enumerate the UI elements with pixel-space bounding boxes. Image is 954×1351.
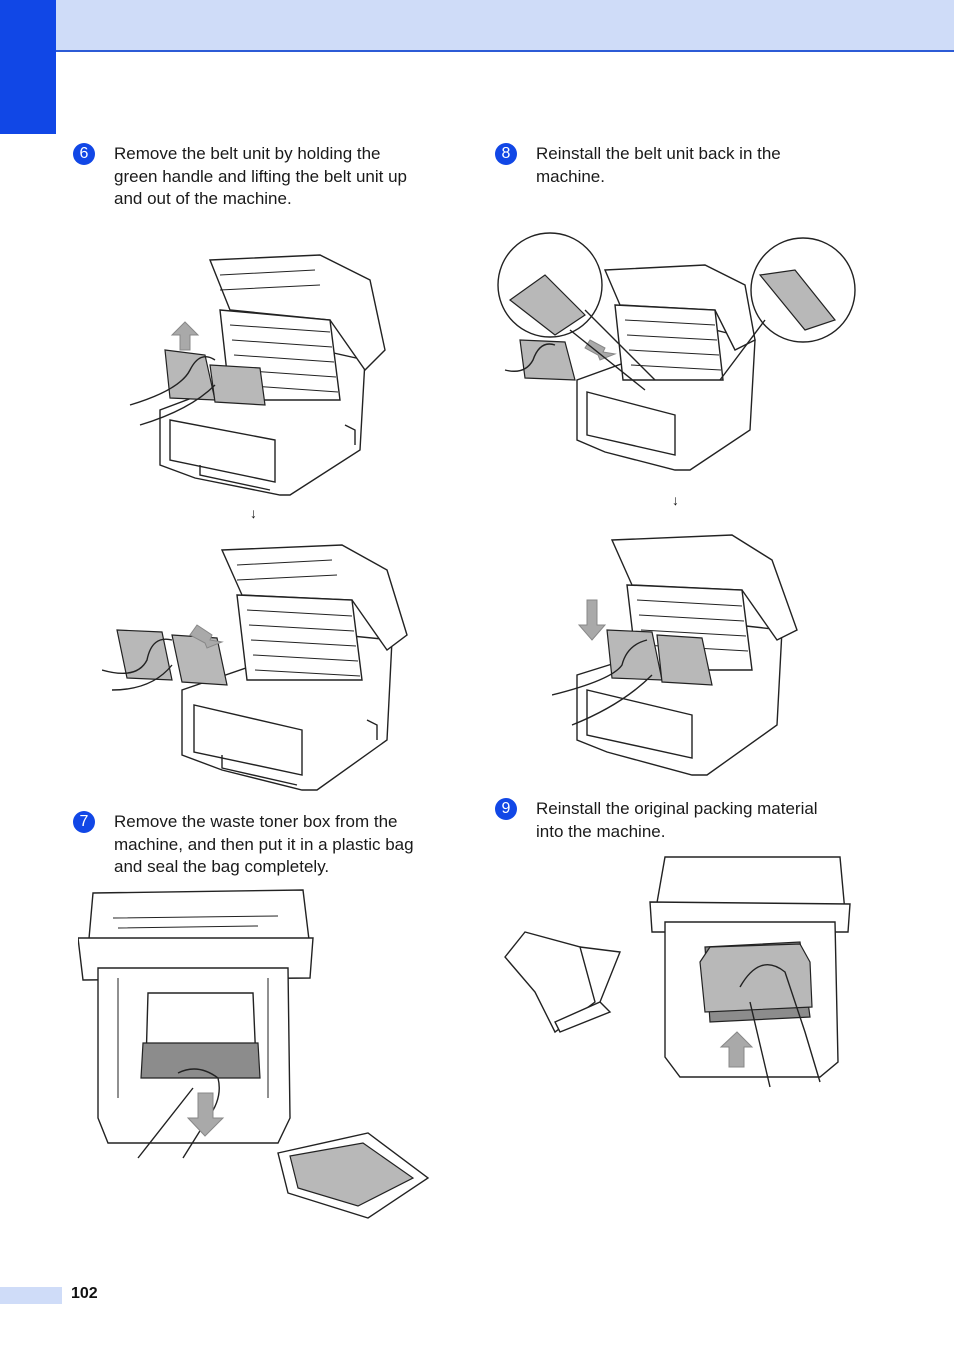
step-9: 9 Reinstall the original packing materia… [495,798,875,843]
printer-illustration-lift-belt [120,250,390,500]
step-text: Reinstall the original packing material … [536,799,818,841]
step-7: 7 Remove the waste toner box from the ma… [73,811,453,879]
header-band [0,0,954,52]
printer-illustration-push-belt [552,530,802,780]
printer-illustration-remove-belt [102,540,412,795]
step-number-badge: 9 [495,798,517,820]
printer-illustration-waste-toner [78,888,438,1223]
printer-illustration-packing [500,852,855,1092]
printer-illustration-install-belt [495,230,860,475]
down-arrow-icon: ↓ [672,492,679,508]
step-text: Remove the belt unit by holding the gree… [114,144,408,208]
step-number-badge: 6 [73,143,95,165]
page-number: 102 [71,1285,98,1302]
step-text: Reinstall the belt unit back in the mach… [536,144,781,186]
step-6: 6 Remove the belt unit by holding the gr… [73,143,443,211]
footer-bar [0,1287,62,1304]
step-number-badge: 8 [495,143,517,165]
chapter-tab [0,0,56,134]
step-text: Remove the waste toner box from the mach… [114,812,414,876]
down-arrow-icon: ↓ [250,505,257,521]
step-8: 8 Reinstall the belt unit back in the ma… [495,143,865,188]
step-number-badge: 7 [73,811,95,833]
